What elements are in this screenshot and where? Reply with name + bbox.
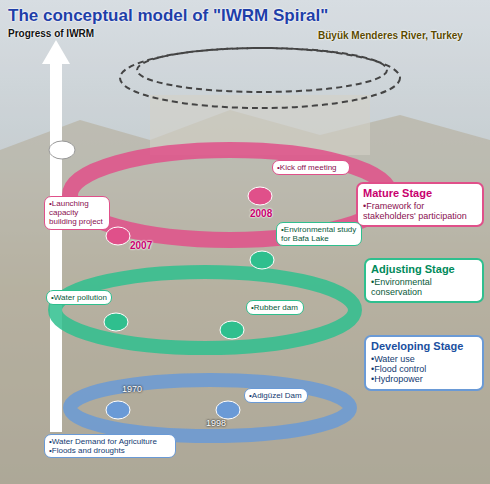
future-spiral — [120, 48, 400, 108]
diagram-title: The conceptual model of "IWRM Spiral" — [8, 6, 328, 26]
event-text: •Floods and droughts — [49, 446, 171, 455]
progress-arrow-head — [42, 40, 70, 64]
year-label: 1998 — [206, 418, 226, 428]
event-text: •Water Demand for Agriculture — [49, 437, 171, 446]
event-dot — [220, 321, 244, 339]
event-text: •Kick off meeting — [277, 163, 345, 172]
axis-label: Progress of IWRM — [8, 28, 94, 39]
event-text: •Water use — [371, 354, 477, 364]
event-dot — [106, 227, 130, 245]
event-dot — [250, 251, 274, 269]
future-spiral — [137, 48, 387, 92]
event-dot — [106, 401, 130, 419]
stage-heading: Adjusting Stage — [371, 263, 477, 276]
event-text: •Launching capacity building project — [49, 199, 105, 227]
event-callout: •Water pollution — [46, 290, 112, 305]
event-text: •Flood control — [371, 364, 477, 374]
event-callout: •Water Demand for Agriculture•Floods and… — [44, 434, 176, 458]
stage-heading: Mature Stage — [363, 187, 477, 200]
event-dot — [104, 313, 128, 331]
event-text: •Rubber dam — [251, 303, 299, 312]
event-dot — [216, 401, 240, 419]
event-text: •Adigüzel Dam — [249, 391, 303, 400]
stage-box: Adjusting Stage•Environmental conservati… — [364, 258, 484, 303]
event-text: •Framework for stakeholders' participati… — [363, 201, 477, 222]
year-label: 1970 — [122, 384, 142, 394]
developing-spiral — [70, 380, 350, 436]
event-callout: •Launching capacity building project — [44, 196, 110, 230]
stage-box: Developing Stage•Water use•Flood control… — [364, 335, 484, 391]
stage-box: Mature Stage•Framework for stakeholders'… — [356, 182, 484, 227]
event-callout: •Kick off meeting — [272, 160, 350, 175]
stage-heading: Developing Stage — [371, 340, 477, 353]
event-callout: •Rubber dam — [246, 300, 304, 315]
year-label: 2007 — [130, 240, 152, 251]
event-text: •Water pollution — [51, 293, 107, 302]
event-callout: •Adigüzel Dam — [244, 388, 308, 403]
event-text: •Hydropower — [371, 374, 477, 384]
event-text: •Environmental study for Bafa Lake — [281, 225, 357, 243]
adjusting-spiral — [55, 272, 355, 348]
event-text: •Environmental conservation — [371, 277, 477, 298]
event-callout: •Environmental study for Bafa Lake — [276, 222, 362, 246]
year-label: 2008 — [250, 208, 272, 219]
event-dot — [248, 187, 272, 205]
progress-arrow-shaft — [50, 62, 62, 432]
event-dot — [49, 141, 75, 159]
location-label: Büyük Menderes River, Turkey — [318, 30, 463, 41]
